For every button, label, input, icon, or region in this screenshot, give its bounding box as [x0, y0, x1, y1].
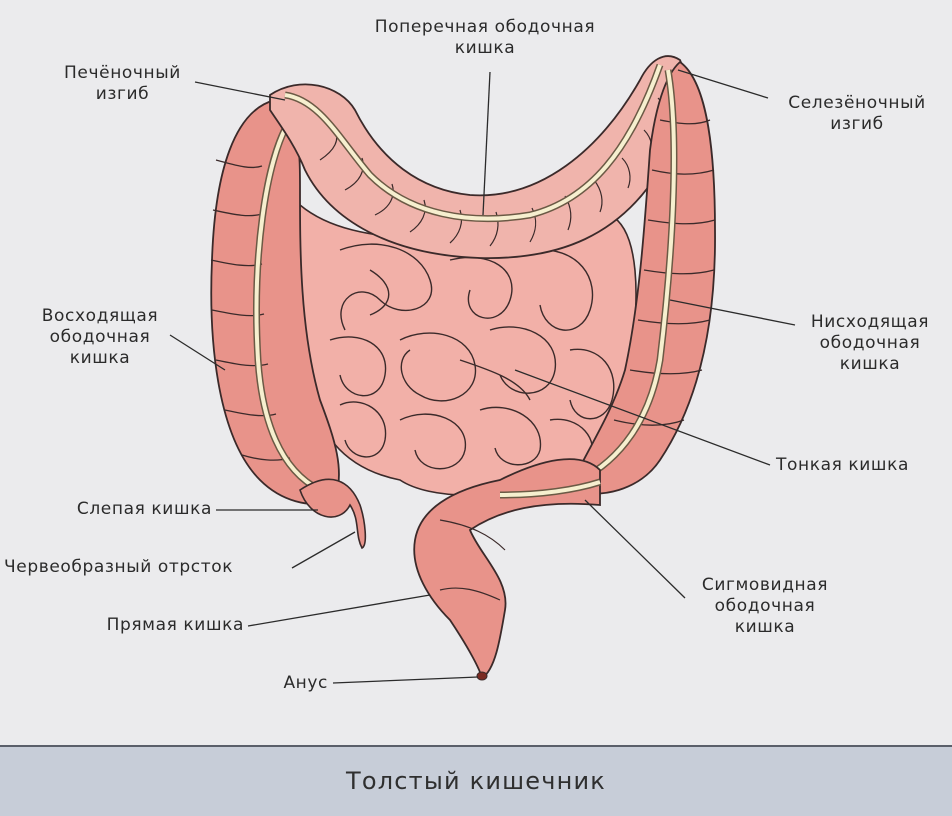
label-splenic-flexure: Селезёночный изгиб [788, 93, 926, 134]
leader-appendix [291, 531, 356, 569]
leader-sigmoid-colon [584, 499, 686, 599]
descending-colon-illustration [568, 60, 716, 495]
label-appendix: Червеобразный отрсток [4, 557, 234, 577]
label-transverse-colon: Поперечная ободочная кишка [374, 17, 596, 58]
label-sigmoid-colon: Сигмовидная ободочная кишка [701, 575, 829, 637]
footer-bar: Толстый кишечник [0, 745, 952, 816]
label-anus: Анус [283, 673, 328, 693]
label-ascending-colon: Восходящая ободочная кишка [41, 306, 159, 368]
large-intestine-diagram [169, 55, 796, 684]
label-hepatic-flexure: Печёночный изгиб [64, 63, 181, 104]
leader-splenic-flexure [677, 69, 769, 99]
leader-transverse-colon [482, 71, 491, 216]
label-descending-colon: Нисходящая ободочная кишка [810, 312, 930, 374]
label-small-intestine: Тонкая кишка [776, 455, 909, 475]
leader-hepatic-flexure [194, 81, 286, 101]
label-rectum: Прямая кишка [106, 615, 244, 635]
figure-title: Толстый кишечник [345, 767, 607, 795]
leader-lines [169, 69, 796, 684]
leader-small-intestine [514, 369, 771, 466]
leader-rectum [247, 594, 431, 627]
sigmoid-colon-illustration [413, 458, 602, 681]
leader-ascending-colon [169, 334, 226, 371]
leader-anus [332, 676, 479, 684]
label-cecum: Слепая кишка [76, 499, 212, 519]
cecum-illustration [299, 478, 367, 550]
anus-mark [476, 671, 488, 681]
leader-descending-colon [669, 299, 796, 326]
